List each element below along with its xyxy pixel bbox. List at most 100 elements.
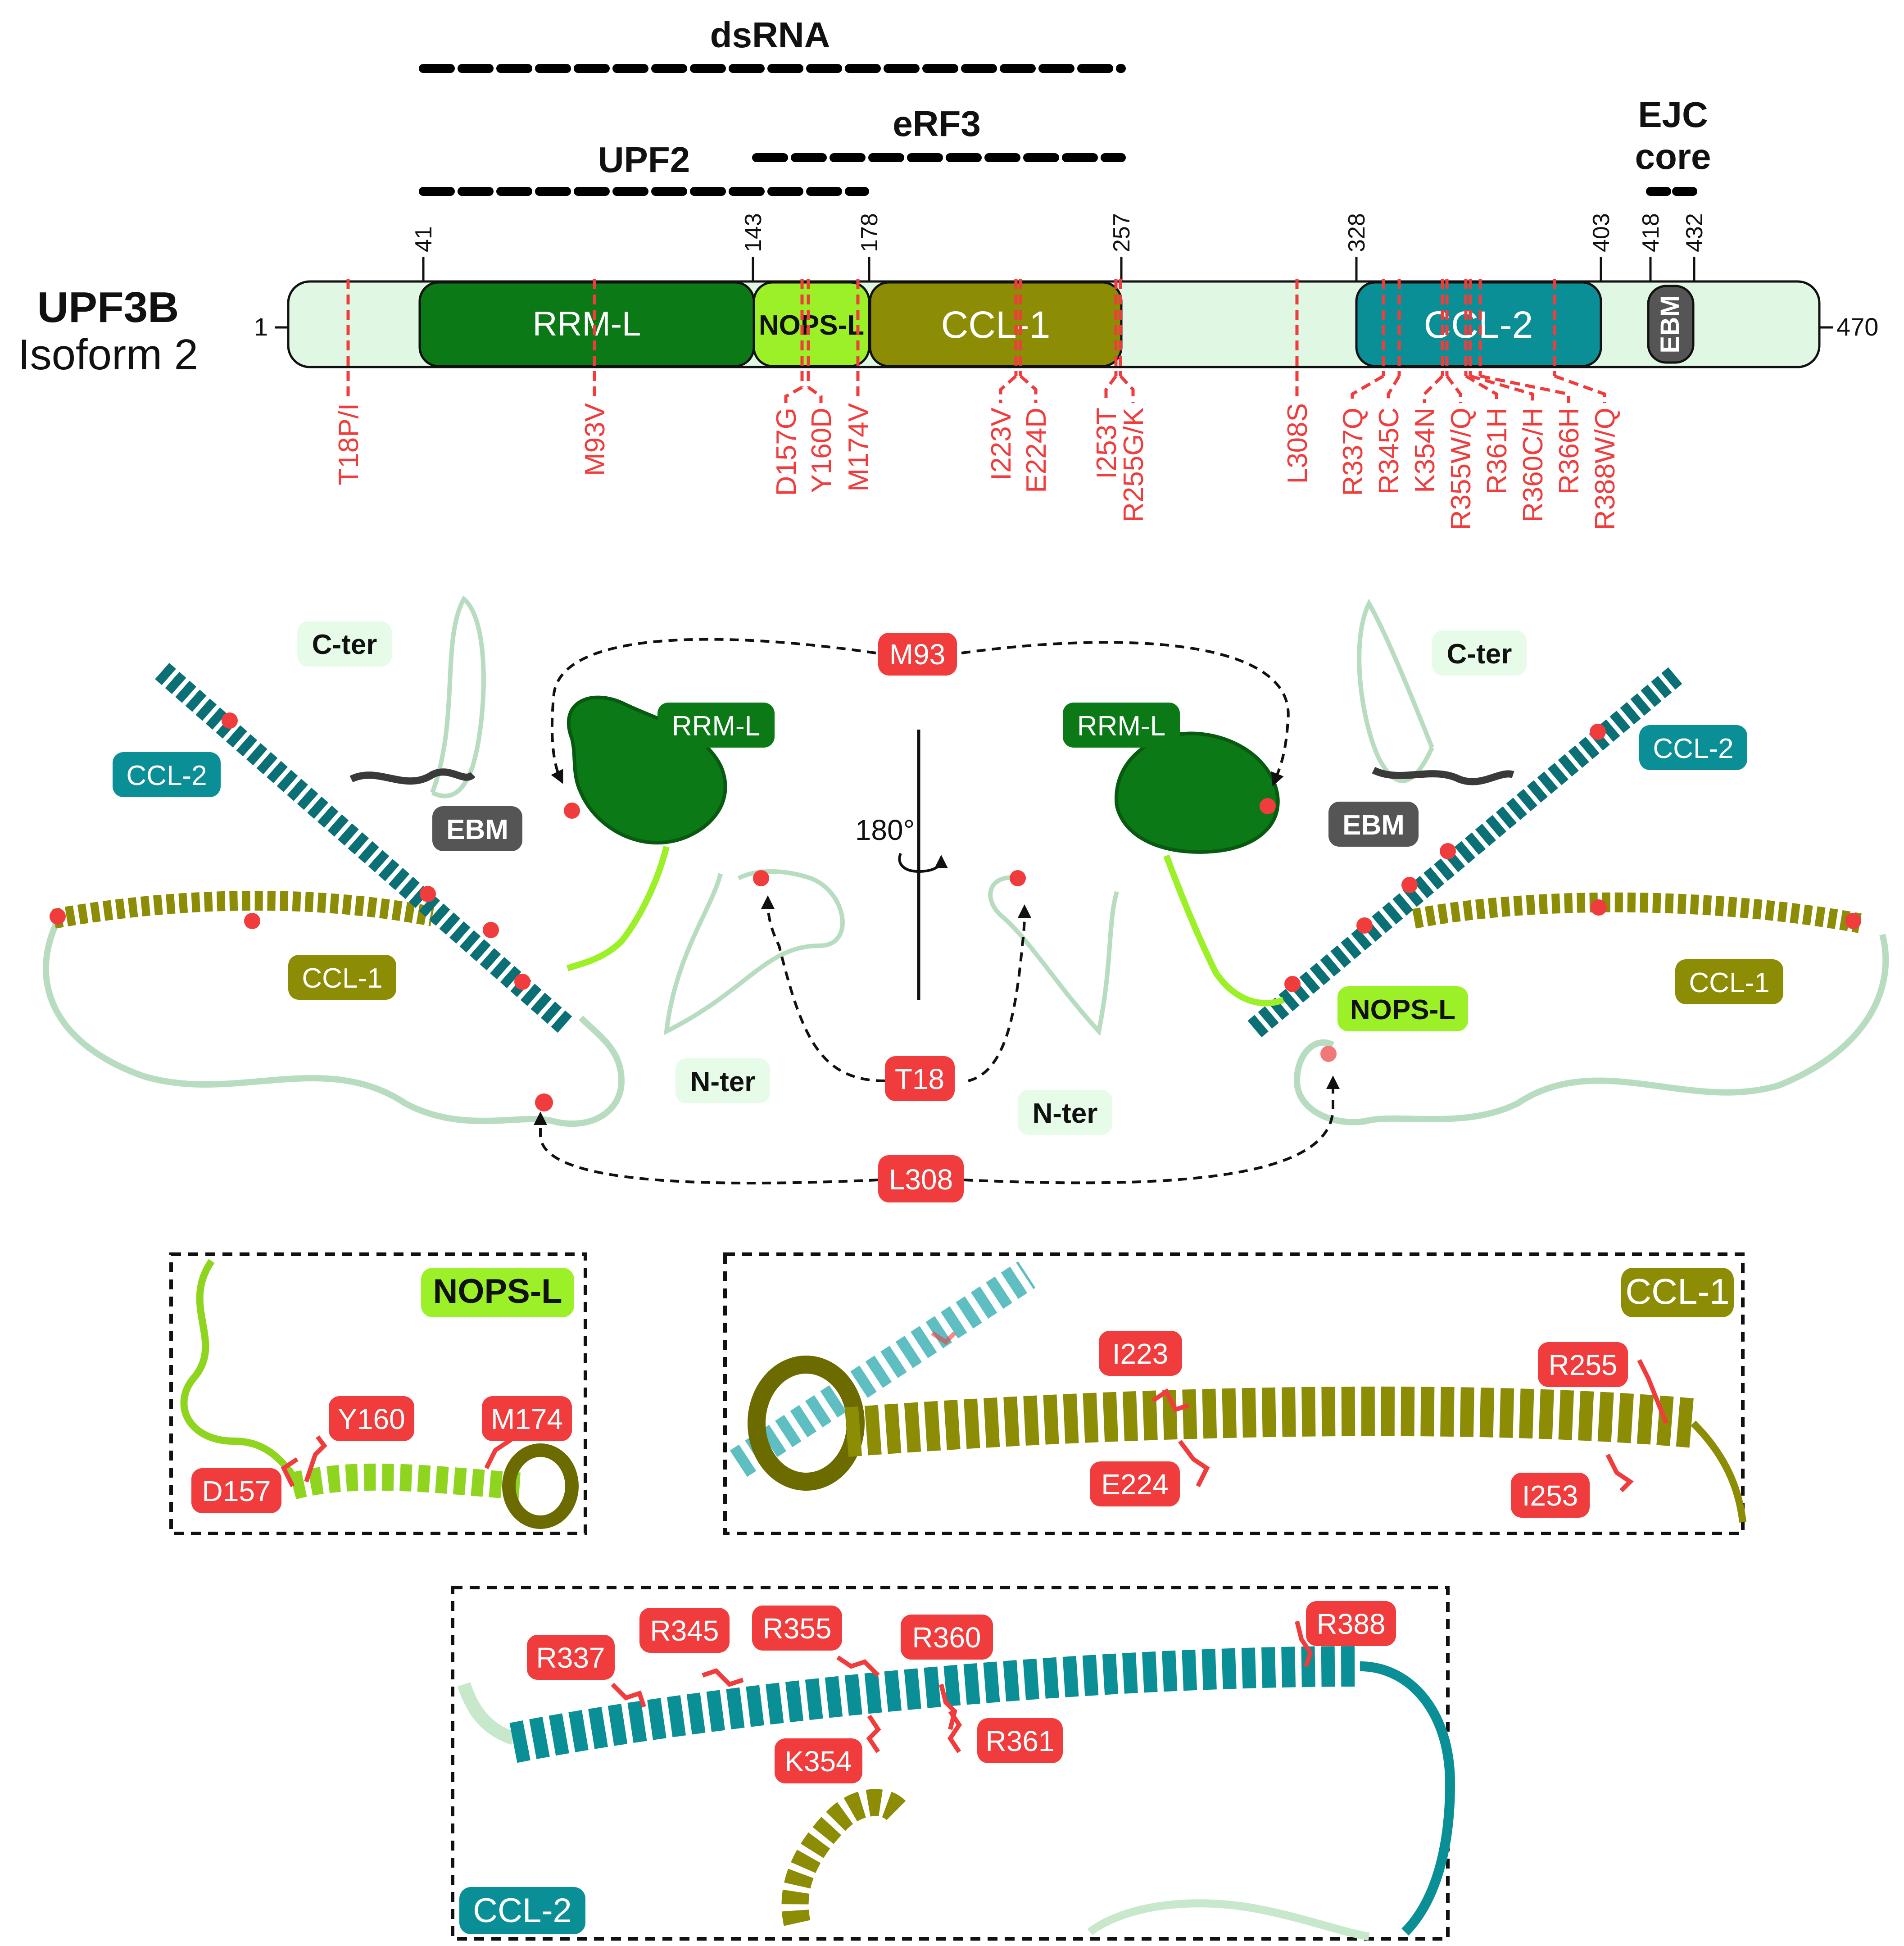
residue-callout-d157: D157 bbox=[202, 1475, 271, 1507]
region-label-erf3: eRF3 bbox=[893, 104, 981, 144]
domain-label-ebm: EBM bbox=[1655, 295, 1685, 354]
inset-ccl1-title-text: CCL-1 bbox=[1625, 1271, 1729, 1311]
inset-nops-title-text: NOPS-L bbox=[433, 1272, 562, 1311]
domain-ebm: EBM bbox=[1647, 285, 1695, 364]
label-ccl1-right: CCL-1 bbox=[1675, 959, 1783, 1004]
mutation-label: I253T bbox=[1091, 408, 1122, 479]
position-tick-41: 41 bbox=[411, 226, 437, 252]
inset-ccl2: CCL-2 R337 R345 R355 R360 R388 K354 R36 bbox=[451, 1586, 1455, 1941]
region-label-dsrna: dsRNA bbox=[710, 15, 830, 55]
label-ccl1-text: CCL-1 bbox=[1689, 967, 1769, 998]
residue-callout-m174: M174 bbox=[491, 1403, 563, 1435]
inset-ccl2-residue: R361 bbox=[977, 1718, 1063, 1763]
label-ccl1-left: CCL-1 bbox=[288, 955, 396, 1000]
mutation-label: K354N bbox=[1410, 408, 1441, 493]
domain-label-rrm-l: RRM-L bbox=[533, 305, 641, 343]
inset-nops: NOPS-L Y160 M174 D157 bbox=[169, 1252, 587, 1535]
inset-nops-residue: M174 bbox=[482, 1396, 572, 1441]
residue-callout-r345: R345 bbox=[650, 1615, 719, 1647]
residue-callout-i223: I223 bbox=[1112, 1338, 1169, 1370]
mutation-label: R345C bbox=[1374, 408, 1405, 494]
region-erf3: eRF3 bbox=[752, 104, 1126, 162]
protein-name: UPF3B bbox=[37, 283, 179, 331]
inset-ccl1-residue: E224 bbox=[1090, 1461, 1180, 1506]
label-ccl2-text: CCL-2 bbox=[1653, 733, 1733, 764]
mutation-label: R337Q bbox=[1337, 408, 1369, 496]
label-ebm-left: EBM bbox=[432, 806, 522, 851]
inset-ccl1-residue: I253 bbox=[1511, 1473, 1590, 1518]
mutation-label: R360C/H bbox=[1518, 408, 1549, 522]
label-rrm-text: RRM-L bbox=[672, 711, 760, 742]
position-tick-143: 143 bbox=[740, 213, 766, 252]
domain-nops-l: NOPS-L bbox=[753, 281, 870, 367]
inset-ccl2-residue: R345 bbox=[639, 1608, 730, 1653]
inset-ccl1-title: CCL-1 bbox=[1621, 1268, 1734, 1317]
label-n-ter-right: N-ter bbox=[1018, 1090, 1112, 1135]
label-n-ter-left: N-ter bbox=[675, 1058, 770, 1103]
label-c-ter-text: C-ter bbox=[1447, 639, 1512, 670]
label-rrm-right: RRM-L bbox=[1063, 703, 1180, 748]
domain-map: dsRNA UPF2 eRF3 EJC core 41 143 178 257 bbox=[18, 15, 1879, 530]
callout-t18: T18 bbox=[885, 1056, 955, 1101]
inset-ccl2-residue: K354 bbox=[775, 1738, 862, 1783]
residue-callout-r388: R388 bbox=[1317, 1608, 1386, 1640]
region-dsrna: dsRNA bbox=[419, 15, 1126, 73]
region-label-core: core bbox=[1635, 136, 1711, 177]
region-label-upf2: UPF2 bbox=[598, 140, 690, 180]
position-ticks: 41 143 178 257 328 403 418 432 bbox=[411, 213, 1708, 283]
position-tick-403: 403 bbox=[1588, 213, 1614, 252]
residue-callout-r361: R361 bbox=[986, 1725, 1055, 1757]
residue-callout-i253: I253 bbox=[1522, 1479, 1578, 1512]
domain-label-nops-l: NOPS-L bbox=[759, 310, 864, 341]
inset-ccl2-title: CCL-2 bbox=[459, 1887, 585, 1934]
label-c-ter-text: C-ter bbox=[312, 629, 377, 660]
region-label-ejc: EJC bbox=[1638, 95, 1708, 135]
callout-arrows bbox=[534, 638, 1340, 1184]
callout-m93: M93 bbox=[878, 633, 957, 676]
mutation-label: R366H bbox=[1554, 408, 1585, 494]
label-c-ter-right: C-ter bbox=[1432, 631, 1527, 676]
label-c-ter-left: C-ter bbox=[297, 621, 392, 667]
label-n-ter-text: N-ter bbox=[690, 1066, 756, 1098]
region-ejc-core: EJC core bbox=[1635, 95, 1711, 196]
label-ebm-text: EBM bbox=[446, 814, 508, 845]
mutation-label: L308S bbox=[1282, 403, 1313, 484]
mutation-label: I223V bbox=[986, 407, 1017, 481]
mutation-label: M93V bbox=[580, 403, 611, 476]
mutation-label: E224D bbox=[1021, 408, 1052, 493]
structure-right bbox=[988, 599, 1889, 1125]
residue-callout-e224: E224 bbox=[1101, 1468, 1168, 1501]
domain-rrm-l: RRM-L bbox=[418, 281, 755, 367]
residue-callout-r360: R360 bbox=[912, 1621, 981, 1654]
domain-ccl-1: CCL-1 bbox=[869, 281, 1123, 367]
label-ccl2-right: CCL-2 bbox=[1639, 725, 1747, 770]
callout-l308-label: L308 bbox=[889, 1163, 953, 1196]
mutation-label: R388W/Q bbox=[1590, 408, 1621, 530]
position-tick-432: 432 bbox=[1682, 213, 1708, 252]
region-upf2: UPF2 bbox=[419, 140, 869, 196]
chain-start-label: 1 bbox=[254, 313, 268, 341]
label-nops-text: NOPS-L bbox=[1350, 994, 1455, 1025]
inset-ccl2-title-text: CCL-2 bbox=[473, 1892, 572, 1930]
label-ccl1-text: CCL-1 bbox=[302, 963, 382, 994]
inset-ccl2-residue: R355 bbox=[752, 1606, 842, 1651]
mutation-label: R361H bbox=[1482, 408, 1513, 494]
residue-callout-r337: R337 bbox=[536, 1642, 605, 1674]
callout-l308: L308 bbox=[878, 1155, 964, 1202]
structure-left bbox=[42, 595, 845, 1127]
inset-nops-residue: Y160 bbox=[329, 1396, 414, 1441]
mutation-label: R355W/Q bbox=[1446, 408, 1477, 530]
mutation-label: Y160D bbox=[806, 408, 837, 493]
residue-callout-y160: Y160 bbox=[338, 1403, 405, 1435]
rotation-label: 180° bbox=[855, 814, 915, 846]
label-ccl2-text: CCL-2 bbox=[126, 760, 207, 791]
domain-ccl-2: CCL-2 bbox=[1355, 281, 1602, 367]
domain-label-ccl-1: CCL-1 bbox=[941, 304, 1051, 346]
inset-ccl1: CCL-1 I223 R255 E224 I253 bbox=[723, 1252, 1746, 1535]
inset-ccl1-residue: R255 bbox=[1538, 1342, 1628, 1387]
mutation-label: T18P/I bbox=[333, 403, 364, 485]
position-tick-328: 328 bbox=[1344, 213, 1370, 252]
label-rrm-text: RRM-L bbox=[1077, 711, 1165, 742]
position-tick-178: 178 bbox=[857, 213, 883, 252]
